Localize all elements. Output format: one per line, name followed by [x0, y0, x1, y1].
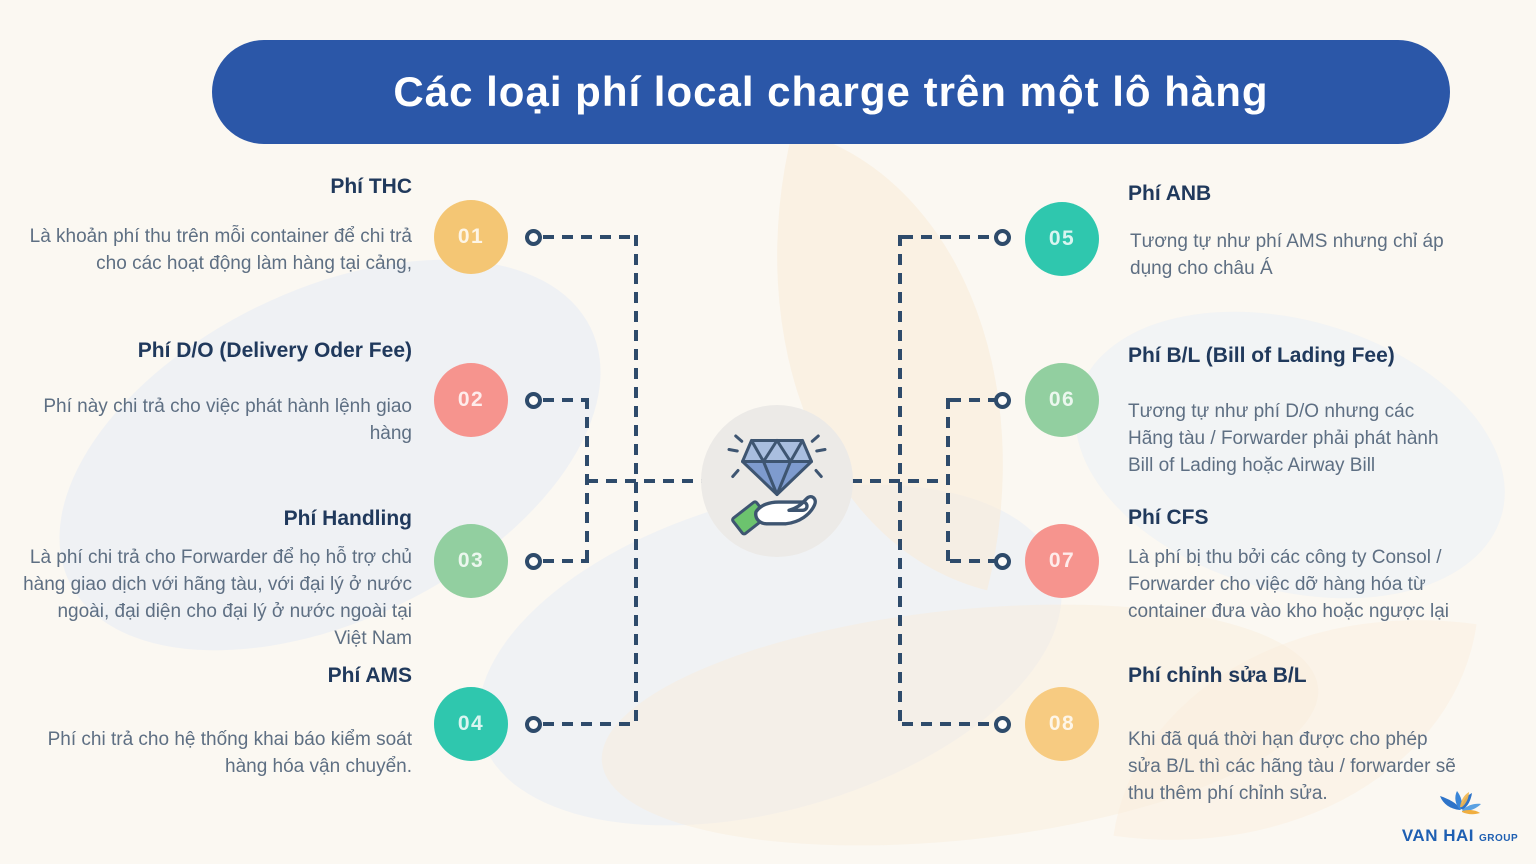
item-07-number: 07	[1048, 549, 1076, 572]
connector-line	[898, 235, 902, 726]
item-08-number: 08	[1048, 712, 1076, 735]
connector-dot	[525, 553, 542, 570]
item-07-description: Là phí bị thu bởi các công ty Consol / F…	[1128, 547, 1449, 622]
item-03-number: 03	[457, 549, 485, 572]
item-03-badge: 03	[434, 524, 508, 598]
item-08-description: Khi đã quá thời hạn được cho phép sửa B/…	[1128, 729, 1456, 804]
item-06-number: 06	[1048, 388, 1076, 411]
item-03-description: Là phí chi trả cho Forwarder để họ hỗ tr…	[23, 547, 412, 649]
item-02-description: Phí này chi trả cho việc phát hành lệnh …	[43, 396, 412, 444]
center-medallion	[701, 405, 853, 557]
connector-line	[950, 398, 996, 402]
connector-dot	[994, 716, 1011, 733]
item-04-badge: 04	[434, 687, 508, 761]
item-01-description: Là khoản phí thu trên mỗi container để c…	[29, 226, 412, 274]
item-01-badge: 01	[434, 200, 508, 274]
item-05-description: Tương tự như phí AMS nhưng chỉ áp dụng c…	[1130, 231, 1444, 279]
connector-dot	[994, 229, 1011, 246]
logo-suffix: GROUP	[1478, 833, 1519, 844]
item-05-heading: Phí ANB	[1128, 182, 1212, 205]
item-08-badge: 08	[1025, 687, 1099, 761]
item-02-number: 02	[457, 388, 485, 411]
item-02-heading: Phí D/O (Delivery Oder Fee)	[137, 339, 412, 362]
connector-line	[587, 479, 703, 483]
title-banner: Các loại phí local charge trên một lô hà…	[212, 40, 1450, 144]
connector-dot	[994, 553, 1011, 570]
item-05-badge: 05	[1025, 202, 1099, 276]
item-04-description: Phí chi trả cho hệ thống khai báo kiểm s…	[47, 729, 412, 777]
item-04-number: 04	[457, 712, 485, 735]
company-logo: VAN HAI GROUP	[1392, 788, 1528, 846]
item-04-heading: Phí AMS	[327, 664, 412, 687]
connector-dot	[525, 392, 542, 409]
item-08-heading: Phí chỉnh sửa B/L	[1128, 664, 1307, 687]
diamond-in-hand-icon	[727, 434, 827, 536]
connector-dot	[994, 392, 1011, 409]
logo-name: VAN HAI	[1401, 826, 1474, 845]
connector-line	[543, 235, 638, 239]
connector-line	[902, 235, 996, 239]
page-title: Các loại phí local charge trên một lô hà…	[393, 68, 1269, 115]
item-05-number: 05	[1048, 227, 1076, 250]
item-01-heading: Phí THC	[330, 175, 412, 198]
item-07-heading: Phí CFS	[1128, 506, 1209, 529]
item-03-heading: Phí Handling	[283, 507, 412, 530]
connector-line	[950, 559, 996, 563]
item-01-number: 01	[457, 225, 485, 248]
connector-line	[543, 398, 589, 402]
connector-line	[946, 398, 950, 563]
lotus-logo-icon	[1440, 791, 1481, 815]
connector-dot	[525, 716, 542, 733]
item-02-badge: 02	[434, 363, 508, 437]
item-07-badge: 07	[1025, 524, 1099, 598]
connector-line	[543, 559, 589, 563]
item-06-heading: Phí B/L (Bill of Lading Fee)	[1128, 344, 1395, 367]
item-06-description: Tương tự như phí D/O nhưng các Hãng tàu …	[1128, 401, 1439, 476]
connector-line	[902, 722, 996, 726]
item-06-badge: 06	[1025, 363, 1099, 437]
connector-dot	[525, 229, 542, 246]
connector-line	[543, 722, 638, 726]
